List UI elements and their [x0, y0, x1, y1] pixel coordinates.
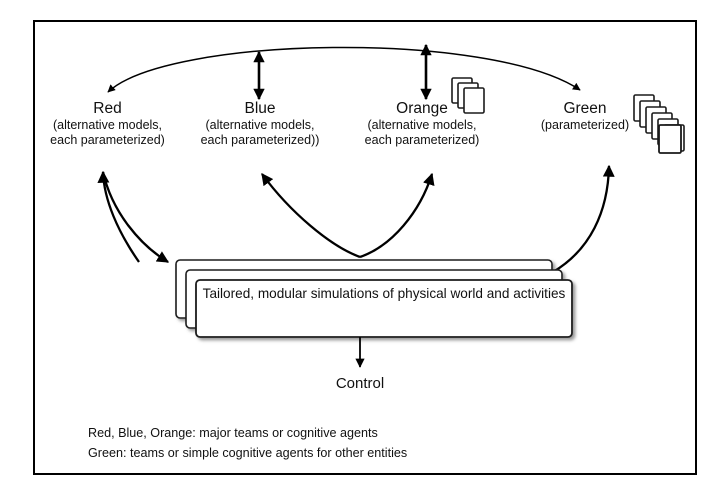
node-green: Green (parameterized)	[520, 100, 650, 133]
blue-to-box-arrow	[261, 173, 361, 259]
orange-to-box-arrow	[359, 172, 435, 259]
center-box-front	[195, 279, 573, 338]
node-red: Red (alternative models, each parameteri…	[35, 100, 180, 148]
red-down-arrow	[101, 171, 170, 263]
box-to-green-arrow	[552, 164, 615, 273]
node-orange-subtitle-line2: each parameterized)	[364, 133, 480, 148]
node-green-subtitle-line1: (parameterized)	[540, 118, 630, 133]
node-orange-title: Orange	[396, 100, 448, 117]
control-label: Control	[335, 375, 385, 392]
node-blue-subtitle-line1: (alternative models,	[205, 118, 315, 133]
node-orange: Orange (alternative models, each paramet…	[348, 100, 496, 148]
node-red-subtitle-line1: (alternative models,	[52, 118, 163, 133]
diagram-frame	[33, 20, 697, 475]
document-stack-large-icon	[633, 94, 685, 154]
node-blue-subtitle-line2: each parameterized))	[200, 133, 320, 148]
node-blue-title: Blue	[244, 100, 276, 117]
node-blue: Blue (alternative models, each parameter…	[186, 100, 334, 148]
center-box-text: Tailored, modular simulations of physica…	[200, 285, 568, 304]
legend-line-1: Red, Blue, Orange: major teams or cognit…	[88, 426, 378, 440]
node-green-title: Green	[563, 100, 607, 117]
legend: Red, Blue, Orange: major teams or cognit…	[88, 424, 608, 463]
top-arc-red-to-green	[107, 46, 581, 93]
node-red-title: Red	[93, 100, 122, 117]
node-red-subtitle-line2: each parameterized)	[50, 133, 165, 148]
center-box-line1: Tailored, modular simulations of physica…	[202, 286, 510, 301]
document-stack-small-icon	[451, 77, 485, 114]
legend-line-2: Green: teams or simple cognitive agents …	[88, 445, 408, 460]
node-orange-subtitle-line1: (alternative models,	[367, 118, 477, 133]
red-up-arrow	[97, 170, 140, 263]
center-box-line2: activities	[513, 286, 566, 301]
